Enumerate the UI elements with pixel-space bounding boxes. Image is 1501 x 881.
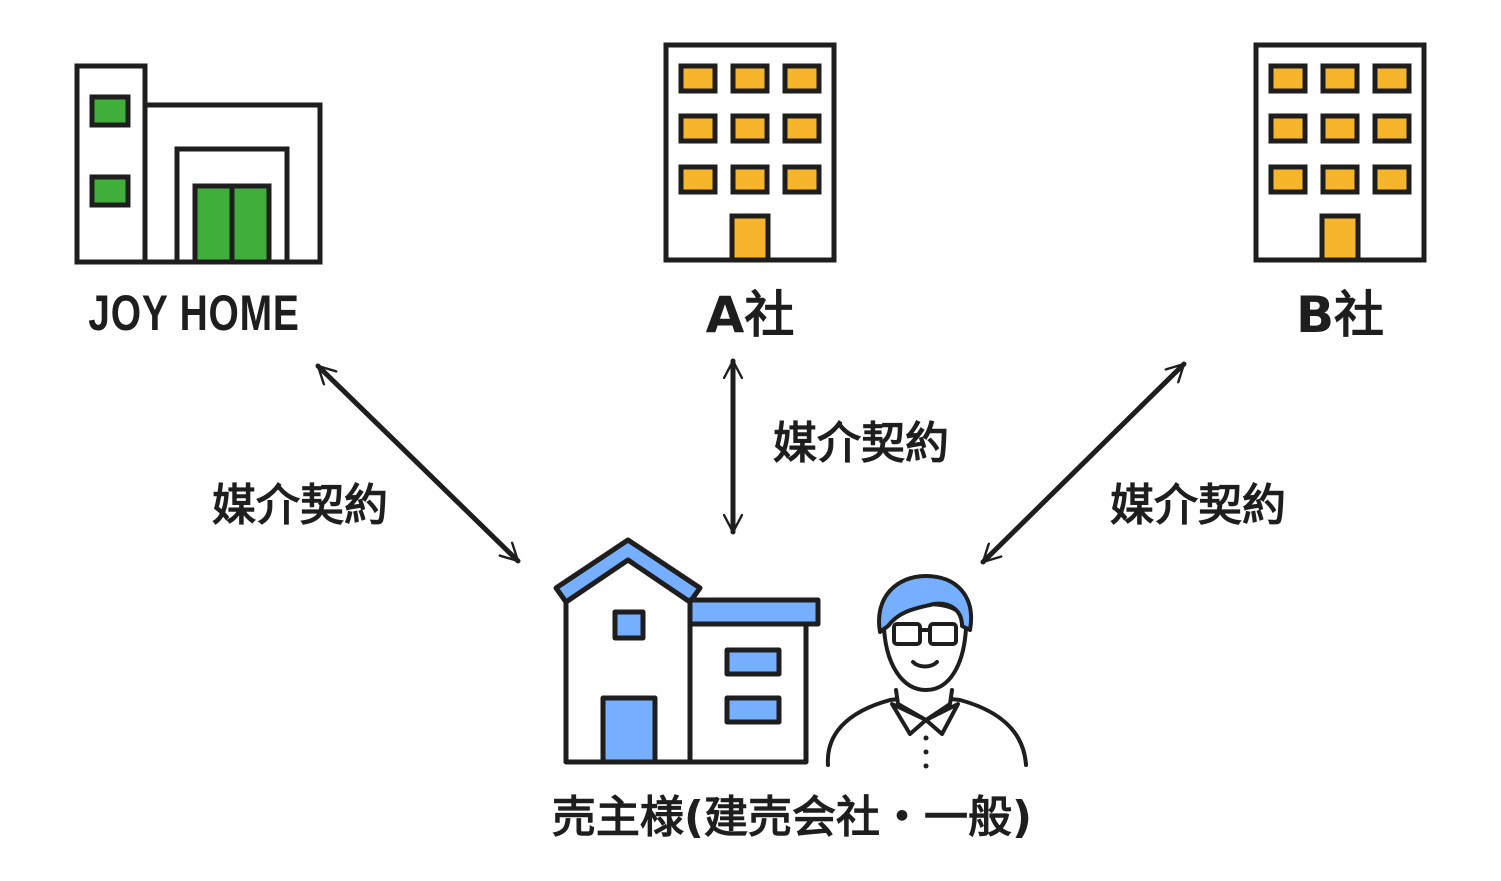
- joy-home-building-icon: [74, 63, 323, 265]
- contract-label-left: 媒介契約: [212, 480, 388, 531]
- contract-label-center: 媒介契約: [773, 418, 949, 469]
- person-icon: [825, 574, 1028, 769]
- double-arrow-icon: [980, 361, 1187, 565]
- house-icon: [553, 537, 821, 765]
- company-a-label: A社: [705, 286, 795, 344]
- company-b-label: B社: [1295, 286, 1385, 344]
- double-arrow-icon: [315, 363, 521, 564]
- joy-home-label: JOY HOME: [88, 285, 300, 341]
- office-building-icon: [1253, 42, 1427, 263]
- contract-label-right: 媒介契約: [1110, 480, 1286, 531]
- office-building-icon: [663, 42, 837, 263]
- seller-label: 売主様(建売会社・一般): [551, 792, 1033, 843]
